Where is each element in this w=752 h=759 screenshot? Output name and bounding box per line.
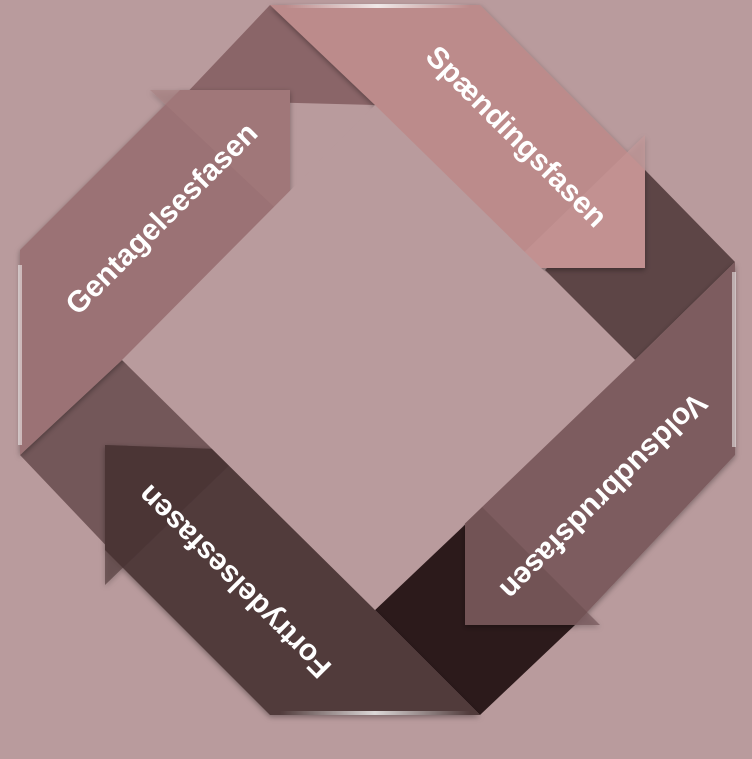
center-diamond	[122, 105, 635, 610]
edge-highlight-left	[18, 265, 22, 445]
edge-highlight-bottom	[280, 711, 470, 715]
edge-highlight-top	[285, 4, 470, 8]
edge-highlight-right	[732, 272, 736, 447]
phase-arrow-3: Fortrydelsesfasen	[105, 445, 480, 715]
